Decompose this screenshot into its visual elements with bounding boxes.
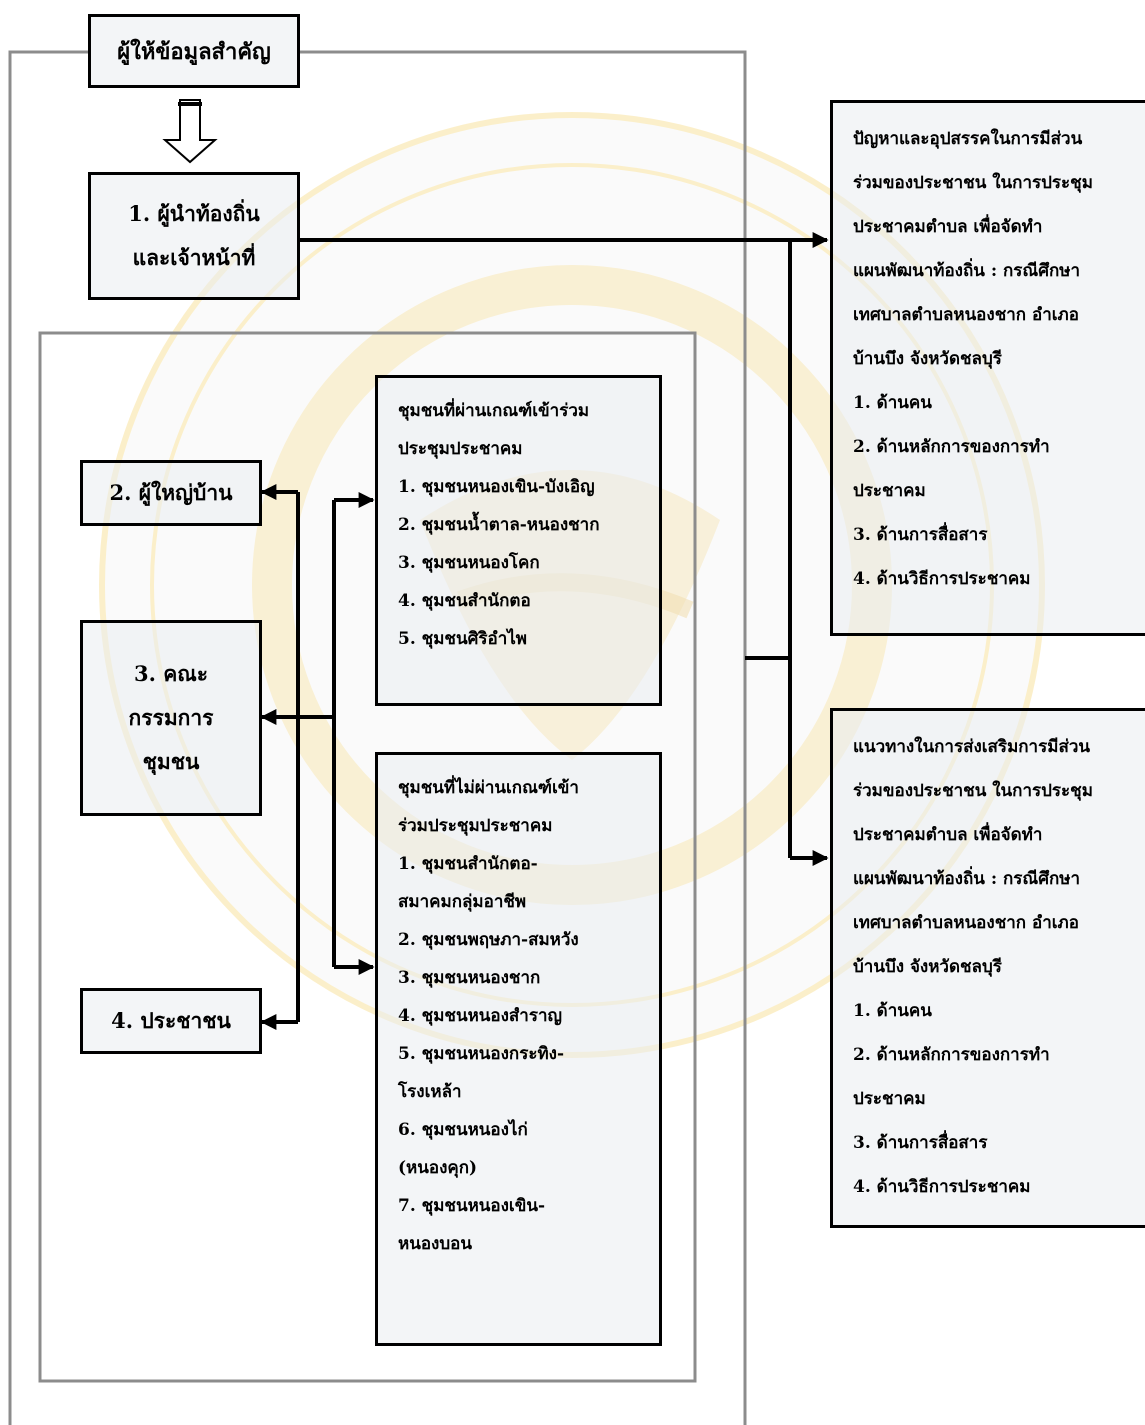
problems-line: บ้านบึง จังหวัดชลบุรี <box>853 349 1002 369</box>
not-passed-communities-box: ชุมชนที่ไม่ผ่านเกณฑ์เข้า ร่วมประชุมประชา… <box>375 752 662 1346</box>
citizens-box: 4. ประชาชน <box>80 988 262 1054</box>
problems-line: ประชาคมตำบล เพื่อจัดทำ <box>853 217 1043 237</box>
list-item: 3. ชุมชนหนองโคก <box>398 553 540 573</box>
problems-line: ปัญหาและอุปสรรคในการมีส่วน <box>853 129 1083 149</box>
list-item: 1. ชุมชนสำนักตอ- <box>398 854 538 874</box>
list-item: 6. ชุมชนหนองไก่ <box>398 1120 528 1140</box>
page-title: ผู้ให้ข้อมูลสำคัญ <box>117 38 271 65</box>
list-item: 2. ชุมชนพฤษภา-สมหวัง <box>398 930 579 950</box>
problems-line: 4. ด้านวิธีการประชาคม <box>853 569 1031 589</box>
list-item: 5. ชุมชนหนองกระทิง- <box>398 1044 565 1064</box>
guidelines-line: แผนพัฒนาท้องถิ่น : กรณีศึกษา <box>853 869 1081 889</box>
guidelines-line: ร่วมของประชาชน ในการประชุม <box>853 781 1093 801</box>
list-item: 4. ชุมชนหนองสำราญ <box>398 1006 562 1026</box>
problems-line: 2. ด้านหลักการของการทำ <box>853 437 1050 457</box>
inner-frame <box>38 331 697 1383</box>
list-item: สมาคมกลุ่มอาชีพ <box>398 892 527 912</box>
guidelines-line: เทศบาลตำบลหนองชาก อำเภอ <box>853 913 1079 933</box>
leaders-box: 1. ผู้นำท้องถิ่น และเจ้าหน้าที่ <box>88 172 300 300</box>
list-item: ร่วมประชุมประชาคม <box>398 816 553 836</box>
guidelines-line: 1. ด้านคน <box>853 1001 932 1021</box>
problems-line: แผนพัฒนาท้องถิ่น : กรณีศึกษา <box>853 261 1081 281</box>
list-item: หนองบอน <box>398 1234 472 1254</box>
list-item: 1. ชุมชนหนองเขิน-บังเอิญ <box>398 477 595 497</box>
guidelines-line: ประชาคมตำบล เพื่อจัดทำ <box>853 825 1043 845</box>
problems-line: 1. ด้านคน <box>853 393 932 413</box>
community-committee-box: 3. คณะ กรรมการ ชุมชน <box>80 620 262 816</box>
village-heads-label: 2. ผู้ใหญ่บ้าน <box>109 480 233 505</box>
outer-frame-right <box>300 50 747 1425</box>
key-informants-box: ผู้ให้ข้อมูลสำคัญ <box>88 14 300 88</box>
outer-frame <box>8 50 88 1425</box>
guidelines-line: ประชาคม <box>853 1089 926 1109</box>
committee-line: กรรมการ <box>128 705 214 730</box>
list-item: ชุมชนที่ผ่านเกณฑ์เข้าร่วม <box>398 401 590 421</box>
list-item: (หนองคุก) <box>398 1158 478 1178</box>
guidelines-line: 4. ด้านวิธีการประชาคม <box>853 1177 1031 1197</box>
passed-communities-box: ชุมชนที่ผ่านเกณฑ์เข้าร่วม ประชุมประชาคม … <box>375 375 662 706</box>
list-item: ชุมชนที่ไม่ผ่านเกณฑ์เข้า <box>398 778 579 798</box>
list-item: 4. ชุมชนสำนักตอ <box>398 591 531 611</box>
list-item: 2. ชุมชนน้ำตาล-หนองชาก <box>398 515 600 535</box>
problems-line: 3. ด้านการสื่อสาร <box>853 525 988 545</box>
down-arrow-icon <box>162 99 218 164</box>
guidelines-line: 3. ด้านการสื่อสาร <box>853 1133 988 1153</box>
leaders-line: 1. ผู้นำท้องถิ่น <box>128 201 260 226</box>
village-heads-box: 2. ผู้ใหญ่บ้าน <box>80 460 262 526</box>
guidelines-line: 2. ด้านหลักการของการทำ <box>853 1045 1050 1065</box>
guidelines-line: แนวทางในการส่งเสริมการมีส่วน <box>853 737 1090 757</box>
list-item: โรงเหล้า <box>398 1082 462 1102</box>
problems-line: ร่วมของประชาชน ในการประชุม <box>853 173 1093 193</box>
committee-line: ชุมชน <box>142 749 200 774</box>
list-item: 3. ชุมชนหนองชาก <box>398 968 541 988</box>
list-item: 7. ชุมชนหนองเขิน- <box>398 1196 546 1216</box>
guidelines-line: บ้านบึง จังหวัดชลบุรี <box>853 957 1002 977</box>
committee-line: 3. คณะ <box>133 661 209 686</box>
problems-box: ปัญหาและอุปสรรคในการมีส่วน ร่วมของประชาช… <box>830 100 1145 636</box>
problems-line: เทศบาลตำบลหนองชาก อำเภอ <box>853 305 1079 325</box>
citizens-label: 4. ประชาชน <box>111 1008 231 1033</box>
list-item: 5. ชุมชนศิริอำไพ <box>398 629 528 649</box>
problems-line: ประชาคม <box>853 481 926 501</box>
list-item: ประชุมประชาคม <box>398 439 523 459</box>
leaders-line: และเจ้าหน้าที่ <box>132 245 256 270</box>
guidelines-box: แนวทางในการส่งเสริมการมีส่วน ร่วมของประช… <box>830 708 1145 1228</box>
